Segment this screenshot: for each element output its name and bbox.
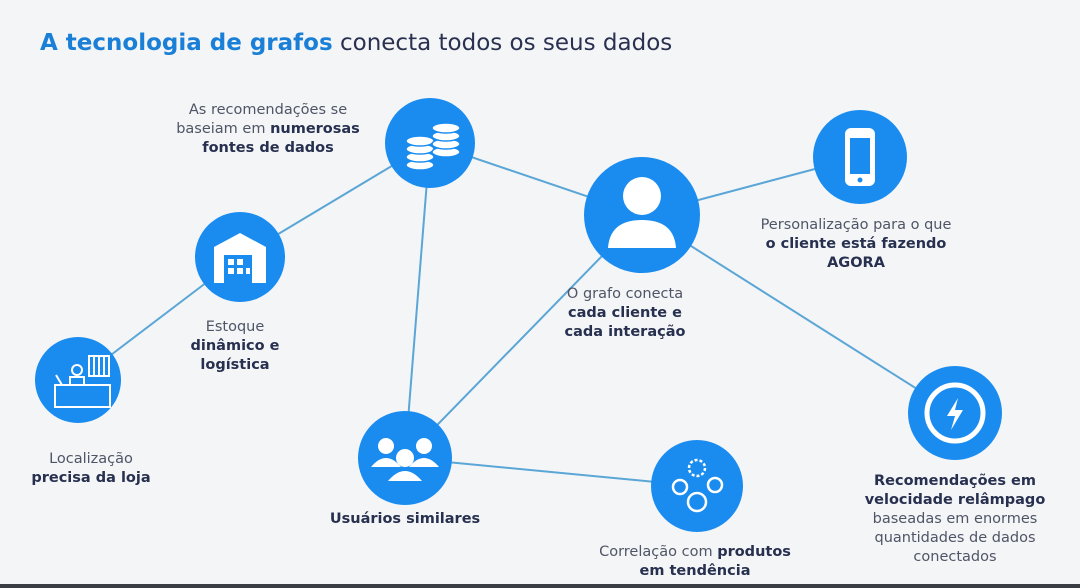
lightning-icon — [924, 382, 986, 444]
label-bold: velocidade relâmpago — [864, 492, 1046, 508]
label-bold: cada interação — [564, 324, 686, 340]
user-icon — [608, 177, 676, 248]
database-icon — [405, 122, 461, 171]
title-highlight: A tecnologia de grafos — [40, 30, 333, 56]
label-line: As recomendações se — [188, 102, 348, 118]
label-products: Correlação com produtos em tendência — [599, 543, 791, 581]
label-store: Localização precisa da loja — [31, 450, 150, 488]
label-database: As recomendações se baseiam em numerosas… — [176, 101, 360, 158]
label-line: O grafo conecta — [566, 286, 684, 302]
label-line: conectados — [913, 549, 997, 565]
node-store — [35, 337, 121, 423]
label-bold: logística — [200, 357, 270, 373]
label-line: Personalização para o que — [760, 217, 952, 233]
label-bold: precisa da loja — [31, 470, 151, 486]
edge-database-users — [404, 142, 431, 459]
label-line: quantidades de dados — [874, 530, 1036, 546]
label-customer: O grafo conecta cada cliente e cada inte… — [565, 285, 686, 342]
label-bold: AGORA — [827, 255, 885, 271]
warehouse-icon — [214, 233, 266, 283]
label-warehouse: Estoque dinâmico e logística — [191, 318, 280, 375]
label-bold: numerosas — [270, 121, 360, 137]
edge-users-products — [404, 457, 698, 487]
label-bold: em tendência — [639, 563, 751, 579]
label-phone: Personalização para o que o cliente está… — [761, 216, 952, 273]
label-users: Usuários similares — [330, 510, 480, 529]
label-bold: o cliente está fazendo — [765, 236, 947, 252]
label-bold: dinâmico e — [190, 338, 280, 354]
store-icon — [54, 355, 111, 408]
label-line: baseadas em enormes — [872, 511, 1038, 527]
node-products — [651, 440, 743, 532]
products-icon — [671, 458, 724, 513]
label-bold: produtos — [717, 544, 791, 560]
edge-customer-lightning — [641, 214, 956, 414]
label-bold: cada cliente e — [568, 305, 682, 321]
label-bold: Recomendações em — [873, 473, 1036, 489]
label-line: Estoque — [205, 319, 265, 335]
bottom-bar — [0, 584, 1080, 588]
label-line: Localização — [49, 451, 133, 467]
label-bold: fontes de dados — [202, 140, 334, 156]
users-group-icon — [371, 438, 439, 481]
title-rest: conecta todos os seus dados — [339, 30, 673, 56]
page-title: A tecnologia de grafos conecta todos os … — [40, 30, 672, 56]
label-lightning: Recomendações em velocidade relâmpago ba… — [865, 472, 1046, 567]
label-bold: Usuários similares — [329, 511, 481, 527]
label-line: baseiam em — [176, 121, 271, 137]
label-line: Correlação com — [599, 544, 718, 560]
smartphone-icon — [845, 128, 875, 186]
